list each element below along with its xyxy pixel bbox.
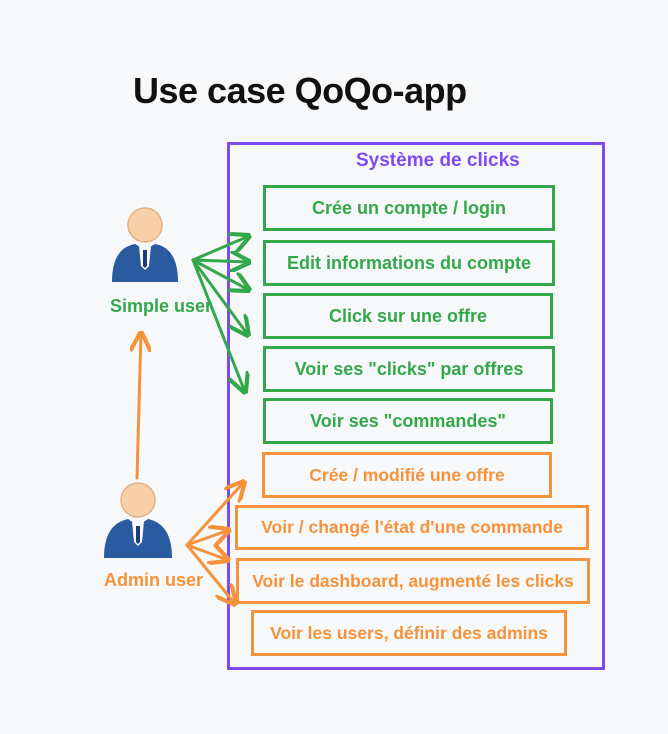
admin-user-icon bbox=[104, 482, 172, 558]
use-case-view-clicks: Voir ses "clicks" par offres bbox=[263, 346, 555, 392]
use-case-view-orders: Voir ses "commandes" bbox=[263, 398, 553, 444]
use-case-change-order-state: Voir / changé l'état d'une commande bbox=[235, 505, 589, 550]
system-title: Système de clicks bbox=[356, 150, 520, 171]
use-case-edit-account: Edit informations du compte bbox=[263, 240, 555, 286]
diagram-title: Use case QoQo-app bbox=[133, 70, 467, 111]
simple-user-label: Simple user bbox=[110, 296, 213, 316]
use-case-dashboard: Voir le dashboard, augmenté les clicks bbox=[236, 558, 590, 604]
admin-user-label: Admin user bbox=[104, 570, 204, 590]
use-case-create-account: Crée un compte / login bbox=[263, 185, 555, 231]
use-case-create-offer: Crée / modifié une offre bbox=[262, 452, 552, 498]
use-case-click-offer: Click sur une offre bbox=[263, 293, 553, 339]
system-boundary bbox=[227, 142, 605, 670]
simple-user-icon bbox=[112, 207, 178, 282]
use-case-manage-users: Voir les users, définir des admins bbox=[251, 610, 567, 656]
